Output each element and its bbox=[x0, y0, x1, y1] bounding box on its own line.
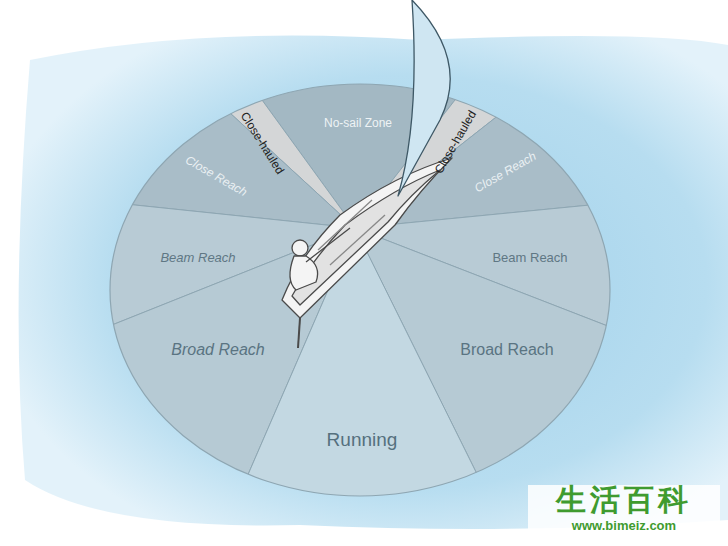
watermark: www.bimeiz.com bbox=[572, 519, 676, 532]
sail-sector: Beam Reach bbox=[489, 249, 570, 266]
sector-label: Broad Reach bbox=[171, 341, 264, 359]
sector-label: No-sail Zone bbox=[324, 116, 392, 130]
sail-sector: Running bbox=[324, 428, 401, 452]
sail-sector: Broad Reach bbox=[168, 340, 267, 360]
sailboat bbox=[282, 0, 452, 348]
sector-label: Beam Reach bbox=[492, 250, 567, 265]
sail-sector: No-sail Zone bbox=[321, 115, 395, 131]
watermark-panel bbox=[528, 485, 720, 533]
sail-sector: Beam Reach bbox=[157, 249, 238, 266]
sail-sector: Broad Reach bbox=[457, 340, 556, 360]
sector-label: Broad Reach bbox=[460, 341, 553, 359]
watermark: 生活百科 bbox=[556, 485, 692, 515]
sector-label: Running bbox=[327, 429, 398, 451]
sector-rim bbox=[110, 84, 610, 496]
sector-label: Beam Reach bbox=[160, 250, 235, 265]
